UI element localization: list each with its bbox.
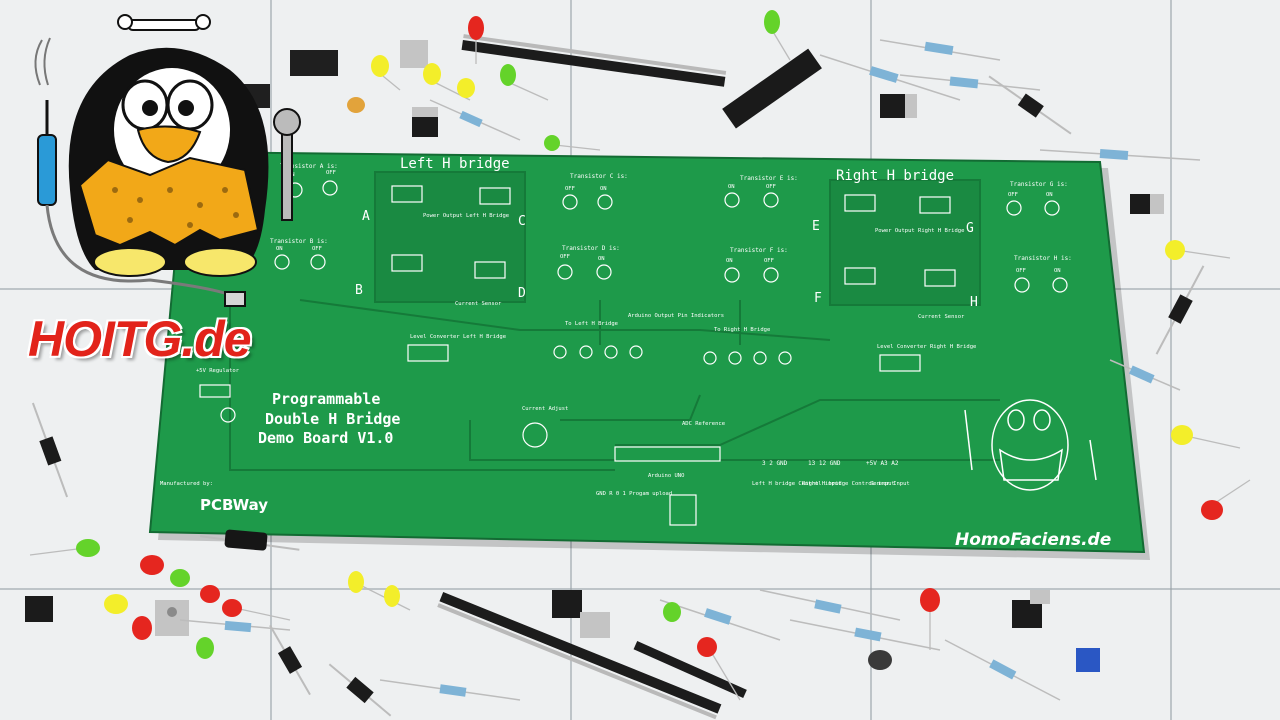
letter-a: A [362,209,370,224]
voltage-regulator [1012,590,1050,628]
svg-text:ON: ON [1046,192,1053,198]
svg-text:OFF: OFF [326,170,336,176]
svg-text:OFF: OFF [312,246,322,252]
voltage-regulator [552,590,610,638]
hoitg-watermark-text: HOITG.de [28,311,252,367]
voltage-regulator [155,600,189,636]
pins-left: 3 2 GND [762,460,788,467]
component-footprints [220,180,1068,448]
svg-text:ON: ON [598,256,605,262]
plug-icon [224,291,246,307]
svg-text:OFF: OFF [1016,268,1026,274]
transistor-label-h: Transistor H is: [1014,255,1072,262]
transistor-label-f: Transistor F is: [730,247,788,254]
sensor-input-label: Sensor Input [870,481,910,487]
transistor-label-e: Transistor E is: [740,175,798,182]
current-adjust-label: Current Adjust [522,406,568,412]
svg-text:ON: ON [600,186,607,192]
level-converter-right: Level Converter Right H Bridge [877,344,976,350]
title-line-3: Demo Board V1.0 [258,429,393,447]
to-left-h-bridge: To Left H Bridge [565,321,618,327]
svg-text:ON: ON [1054,268,1061,274]
pin-header [633,641,747,699]
voltage-regulator [25,596,53,622]
current-sensor-right: Current Sensor [918,314,965,320]
pins-right: 13 12 GND [808,460,841,467]
board-annotations: Power Output Left H Bridge Power Output … [160,213,976,497]
svg-text:OFF: OFF [764,258,774,264]
loose-components [25,10,1251,720]
title-line-2: Double H Bridge [265,410,400,428]
transistor-label-a: Transistor A is: [280,163,338,170]
silkscreen-penguin-icon [964,399,1097,491]
pins-sensor: +5V A3 A2 [866,460,899,467]
output-pin-indicators: Arduino Output Pin Indicators [628,313,724,319]
diode [988,75,1072,135]
diode [269,624,311,696]
chip-footprints [199,185,956,526]
soldering-iron-icon [34,37,57,206]
transistor-label-b: Transistor B is: [270,238,328,245]
program-upload-label: GND R 0 1 Progam upload [596,491,672,497]
right-bridge-label: Right H bridge [836,168,954,184]
adc-reference-label: ADC Reference [682,421,725,427]
diode [1155,265,1205,355]
pin-header [461,34,727,87]
letter-c: C [518,214,526,229]
voltage-regulator [400,40,428,68]
to-right-h-bridge: To Right H Bridge [714,327,770,333]
svg-text:OFF: OFF [1008,192,1018,198]
diode [31,402,69,498]
bridge-letters: A B C D E F G H [355,209,978,310]
wrench-icon [273,108,301,221]
transistor-label-c: Transistor C is: [570,173,628,180]
power-output-right: Power Output Right H Bridge [875,228,964,234]
svg-text:ON: ON [276,246,283,252]
pcbway-logo: PCBWay [200,496,268,514]
diode [328,663,392,717]
svg-text:ON: ON [726,258,733,264]
svg-text:ON: ON [728,184,735,190]
transistor-label-g: Transistor G is: [1010,181,1068,188]
dip-socket [290,50,338,76]
penguin-caveman-icon [34,14,301,307]
svg-text:OFF: OFF [766,184,776,190]
letter-e: E [812,219,820,234]
svg-text:OFF: OFF [565,186,575,192]
voltage-regulator [412,107,438,137]
title-line-1: Programmable [272,390,380,408]
level-converter-left: Level Converter Left H Bridge [410,334,506,340]
letter-h: H [970,295,978,310]
capacitor [200,529,300,551]
bone-icon [117,14,211,31]
arduino-uno-label: Arduino UNO [648,473,684,479]
right-control-label: Right H bridge Control input [802,481,895,487]
svg-text:OFF: OFF [560,254,570,260]
pin-header [437,592,722,720]
homofaciens-brand: HomoFaciens.de [955,530,1111,550]
voltage-regulator [1130,194,1164,214]
arduino-chip [722,48,822,129]
letter-g: G [966,221,974,236]
regulator-label: +5V Regulator [196,368,240,374]
manufactured-by-label: Manufactured by: [160,481,213,487]
left-bridge-label: Left H bridge [400,156,510,172]
left-control-label: Left H bridge Control input [752,481,841,487]
letter-b: B [355,283,363,298]
current-sensor-left: Current Sensor [455,301,502,307]
transistor-labels: Transistor A is: Transistor B is: Transi… [270,163,1072,262]
letter-d: D [518,286,526,301]
letter-f: F [814,291,822,306]
power-output-left: Power Output Left H Bridge [423,213,509,219]
transistor-label-d: Transistor D is: [562,245,620,252]
on-off-labels: ON OFF ON OFF OFF ON OFF ON ON OFF ON OFF OFF O… [276,170,1061,274]
board-title: Programmable Double H Bridge Demo Board … [258,390,400,447]
voltage-regulator [880,94,917,118]
